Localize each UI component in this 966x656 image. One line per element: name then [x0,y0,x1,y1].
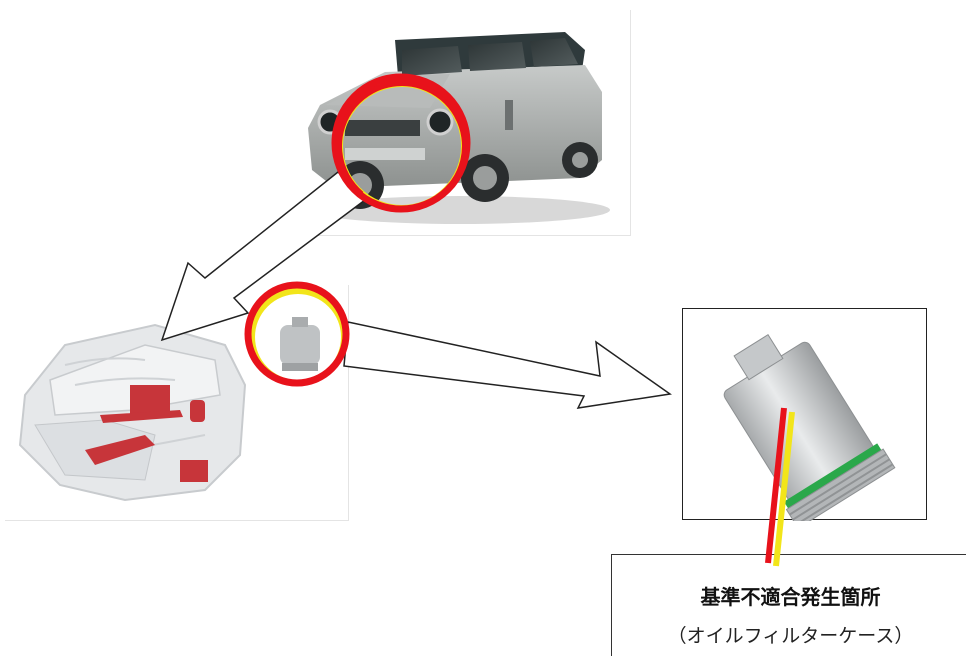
oil-filter-detail [682,308,927,521]
oil-filter-icon [723,334,896,521]
engine-image [5,285,349,521]
vehicle-image [290,10,631,236]
defect-location-caption: 基準不適合発生箇所 （オイルフィルターケース） [611,554,966,656]
vehicle-illustration [308,32,610,224]
engine-illustration [18,317,320,502]
caption-title: 基準不適合発生箇所 [700,585,881,609]
caption-subtitle: （オイルフィルターケース） [667,625,914,647]
block-arrow-icon [343,321,672,409]
